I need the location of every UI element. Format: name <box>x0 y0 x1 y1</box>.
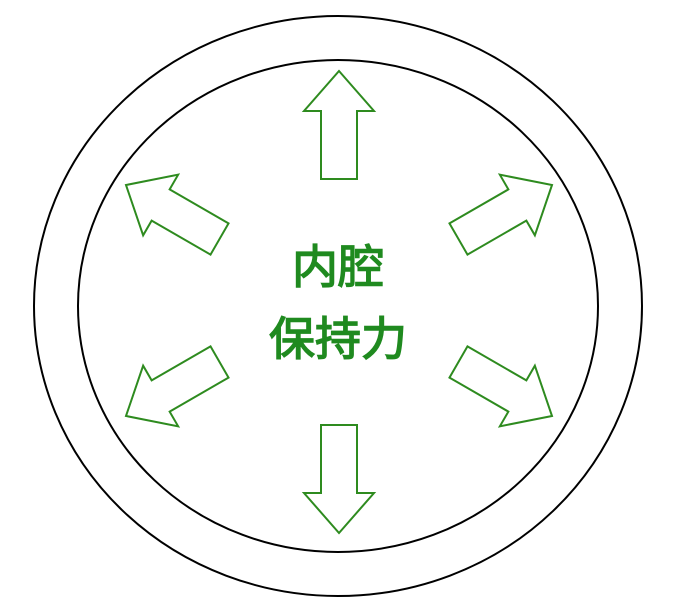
arrow-down-icon <box>301 424 377 535</box>
arrow-upper-left-icon <box>124 173 230 256</box>
label-line-1: 内腔 <box>292 240 384 294</box>
arrow-upper-right-icon <box>448 173 554 256</box>
arrow-up-icon <box>301 69 377 180</box>
outer-ring <box>33 15 643 597</box>
label-line-2: 保持力 <box>269 312 407 366</box>
arrow-lower-left-icon <box>124 345 230 428</box>
inner-ring <box>77 59 599 553</box>
arrow-lower-right-icon <box>448 345 554 428</box>
arrow-group <box>124 69 554 535</box>
